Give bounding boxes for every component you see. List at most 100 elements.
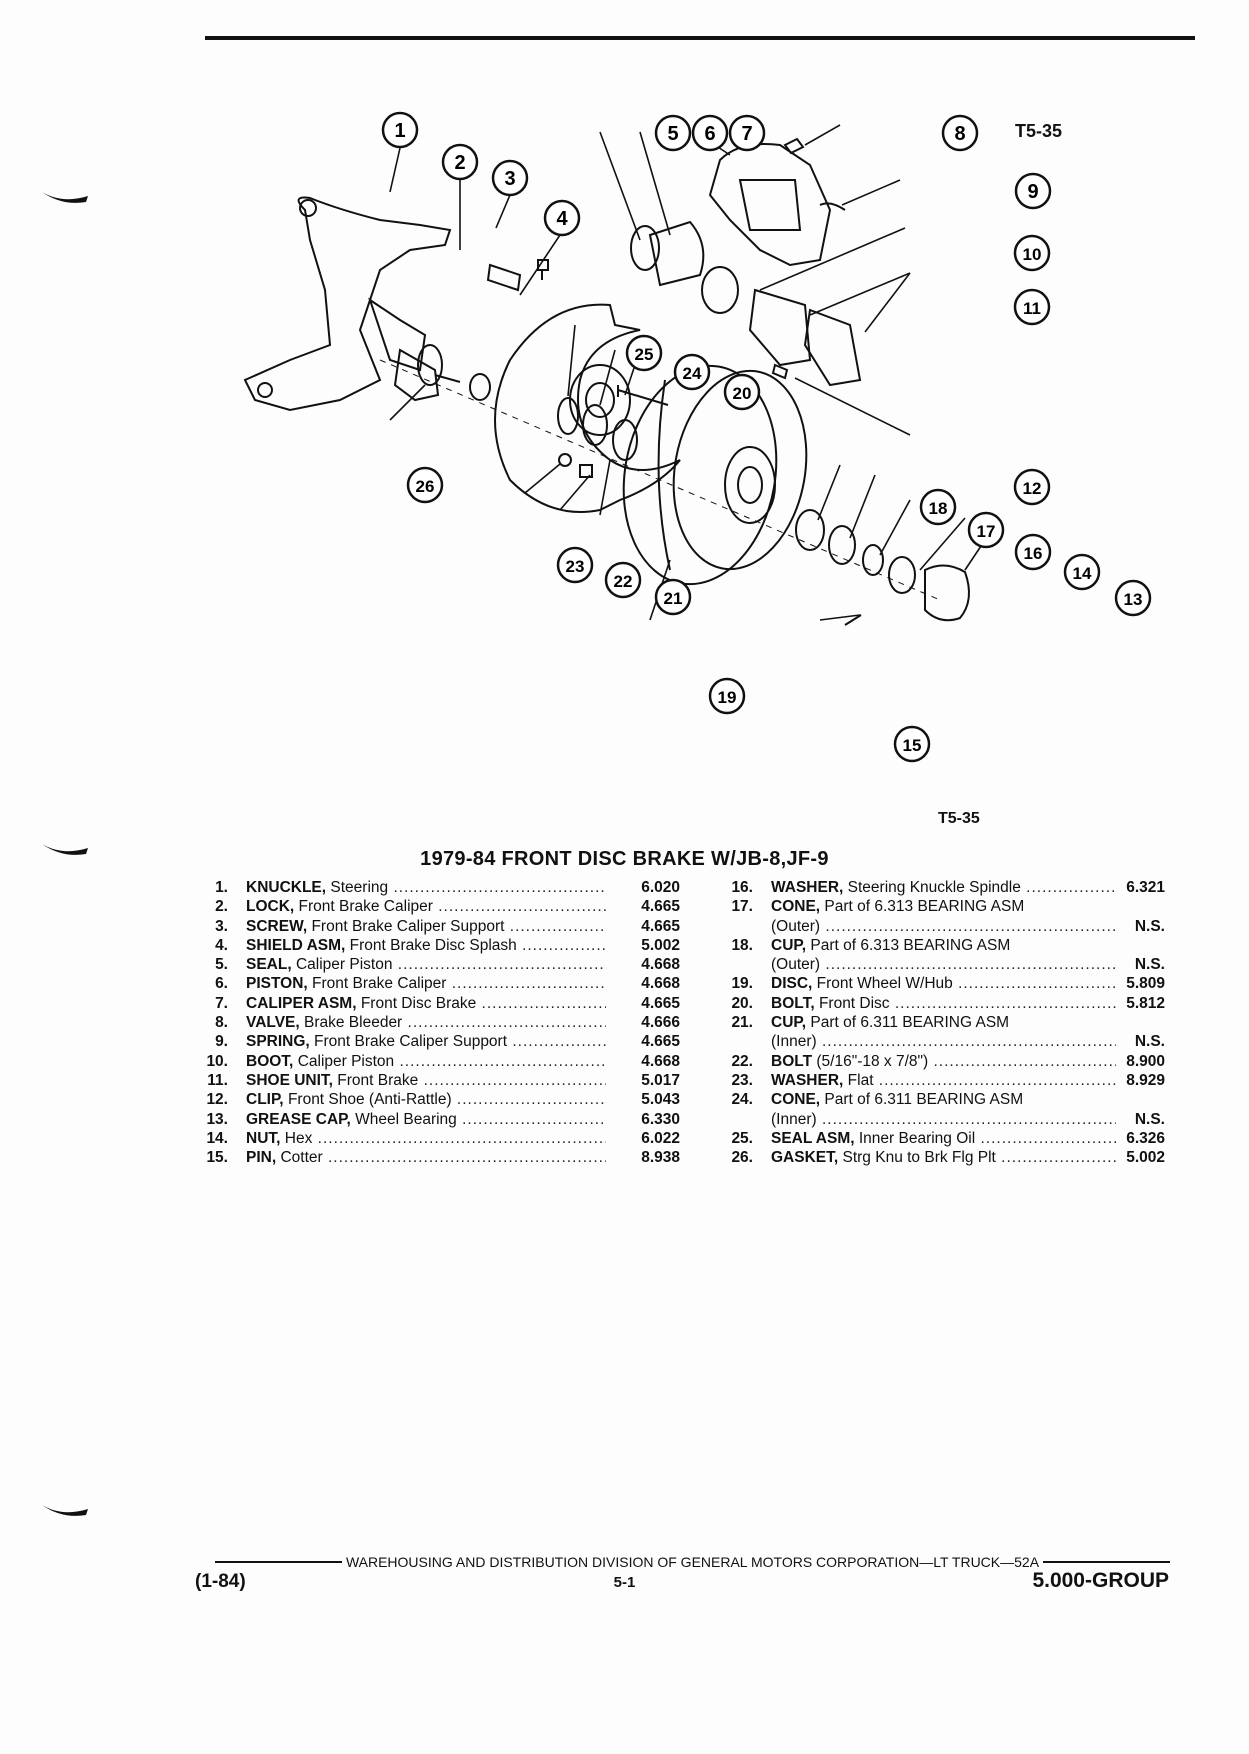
part-name: NUT, <box>246 1129 281 1147</box>
part-detail: Part of 6.313 BEARING ASM <box>824 898 1025 916</box>
part-name: SEAL, <box>246 956 292 974</box>
part-detail: Wheel Bearing <box>355 1110 457 1128</box>
inner-cup-drawing <box>612 419 638 461</box>
callout-16: 16 <box>1014 533 1052 571</box>
parts-row: (Inner) ................................… <box>715 1110 1165 1129</box>
part-description: CUP, Part of 6.311 BEARING ASM <box>771 1013 1116 1032</box>
part-number: 21. <box>731 1014 753 1032</box>
group-code: 5.002 <box>641 936 680 954</box>
part-name: WASHER, <box>771 879 844 896</box>
svg-text:25: 25 <box>635 345 654 364</box>
svg-text:9: 9 <box>1027 181 1038 203</box>
part-detail: Part of 6.313 BEARING ASM <box>810 936 1011 954</box>
callout-23: 23 <box>556 546 594 584</box>
group-code: 4.665 <box>641 917 680 935</box>
part-description: DISC, Front Wheel W/Hub ................… <box>771 975 1116 993</box>
part-detail: Steering Knuckle Spindle <box>847 879 1021 896</box>
part-name: CONE, <box>771 898 821 916</box>
caliper-lock-drawing <box>486 263 522 292</box>
group-code: 6.330 <box>641 1110 680 1128</box>
steering-knuckle-drawing <box>243 196 491 412</box>
parts-row: 5.SEAL, Caliper Piston .................… <box>190 955 680 974</box>
callout-22: 22 <box>604 561 642 599</box>
part-number: 23. <box>731 1071 753 1089</box>
svg-text:8: 8 <box>954 123 965 145</box>
part-number: 7. <box>215 994 228 1012</box>
parts-row: 14.NUT, Hex ............................… <box>190 1129 680 1148</box>
group-code: 5.017 <box>641 1071 680 1089</box>
svg-text:4: 4 <box>556 208 568 230</box>
figure-code-bottom: T5-35 <box>938 810 980 827</box>
part-description: SHIELD ASM, Front Brake Disc Splash ....… <box>246 936 606 954</box>
group-code: 6.326 <box>1126 1129 1165 1147</box>
group-code: 6.022 <box>641 1129 680 1147</box>
figure-code-top: T5-35 <box>1015 121 1063 141</box>
group-code: 4.668 <box>641 1052 680 1070</box>
group-code: 6.020 <box>641 879 680 896</box>
svg-text:18: 18 <box>929 499 948 518</box>
parts-row: 20.BOLT, Front Disc ....................… <box>715 994 1165 1013</box>
callout-8: 8 <box>941 114 979 152</box>
part-detail: Hex <box>284 1129 313 1147</box>
svg-text:14: 14 <box>1073 564 1092 583</box>
part-name: SEAL ASM, <box>771 1129 855 1147</box>
group-code: 8.900 <box>1126 1052 1165 1070</box>
parts-row: 8.VALVE, Brake Bleeder .................… <box>190 1013 680 1032</box>
parts-row: (Outer) ................................… <box>715 917 1165 936</box>
footer-date: (1-84) <box>195 1571 246 1592</box>
part-detail: Front Brake Caliper Support <box>314 1033 508 1051</box>
group-code: 5.812 <box>1126 994 1165 1012</box>
parts-row: 25.SEAL ASM, Inner Bearing Oil .........… <box>715 1129 1165 1148</box>
group-code: 4.665 <box>641 994 680 1012</box>
part-description: CUP, Part of 6.313 BEARING ASM <box>771 936 1116 955</box>
part-name: BOLT, <box>771 994 815 1012</box>
outer-cup-drawing <box>795 509 825 551</box>
part-name: GREASE CAP, <box>246 1110 351 1128</box>
hex-nut-drawing <box>888 556 916 594</box>
callout-5: 5 <box>654 114 692 152</box>
splash-shield-drawing <box>494 303 681 513</box>
callout-15: 15 <box>893 725 931 763</box>
part-detail: Part of 6.311 BEARING ASM <box>824 1091 1024 1109</box>
part-description: LOCK, Front Brake Caliper ..............… <box>246 898 606 916</box>
part-detail: Front Brake Disc Splash <box>349 936 517 954</box>
callout-13: 13 <box>1114 579 1152 617</box>
part-number: 19. <box>731 975 753 993</box>
svg-text:2: 2 <box>454 152 465 174</box>
svg-text:24: 24 <box>683 364 702 383</box>
svg-text:20: 20 <box>733 384 752 403</box>
part-detail: Inner Bearing Oil <box>858 1129 976 1147</box>
svg-text:15: 15 <box>903 736 922 755</box>
callout-3: 3 <box>491 159 529 197</box>
disc-with-hub-drawing <box>622 364 808 586</box>
group-code: N.S. <box>1134 917 1165 935</box>
part-number: 11. <box>207 1071 228 1089</box>
group-code: 8.929 <box>1126 1071 1165 1089</box>
group-code: N.S. <box>1134 1033 1165 1051</box>
parts-row: 17. CONE, Part of 6.313 BEARING ASM <box>715 897 1165 916</box>
part-detail: Front Brake <box>337 1071 419 1089</box>
part-detail: (5/16"-18 x 7/8") <box>816 1052 929 1070</box>
part-description: GREASE CAP, Wheel Bearing ..............… <box>246 1110 606 1128</box>
part-detail: Front Shoe (Anti-Rattle) <box>287 1091 452 1109</box>
top-rule <box>205 36 1195 40</box>
binder-hole-mark <box>42 844 88 855</box>
binder-hole-mark <box>42 192 88 203</box>
callout-12: 12 <box>1013 468 1051 506</box>
parts-row: 19. DISC, Front Wheel W/Hub .............… <box>715 974 1165 993</box>
part-number: 17. <box>731 898 753 916</box>
callout-2: 2 <box>441 143 479 181</box>
part-description: VALVE, Brake Bleeder ...................… <box>246 1014 606 1032</box>
parts-row: 13.GREASE CAP, Wheel Bearing ...........… <box>190 1110 680 1129</box>
part-description: SEAL ASM, Inner Bearing Oil ............… <box>771 1129 1116 1147</box>
callout-1: 1 <box>381 111 419 149</box>
part-number: 5. <box>215 956 228 974</box>
part-detail: Strg Knu to Brk Flg Plt <box>842 1149 996 1167</box>
part-name: VALVE, <box>246 1014 300 1032</box>
piston-seal-drawing <box>630 225 660 271</box>
part-name: CONE, <box>771 1091 821 1109</box>
svg-text:19: 19 <box>718 688 737 707</box>
svg-text:10: 10 <box>1023 245 1042 264</box>
part-description: CONE, Part of 6.311 BEARING ASM <box>771 1090 1116 1109</box>
part-detail: (Outer) <box>771 956 821 974</box>
